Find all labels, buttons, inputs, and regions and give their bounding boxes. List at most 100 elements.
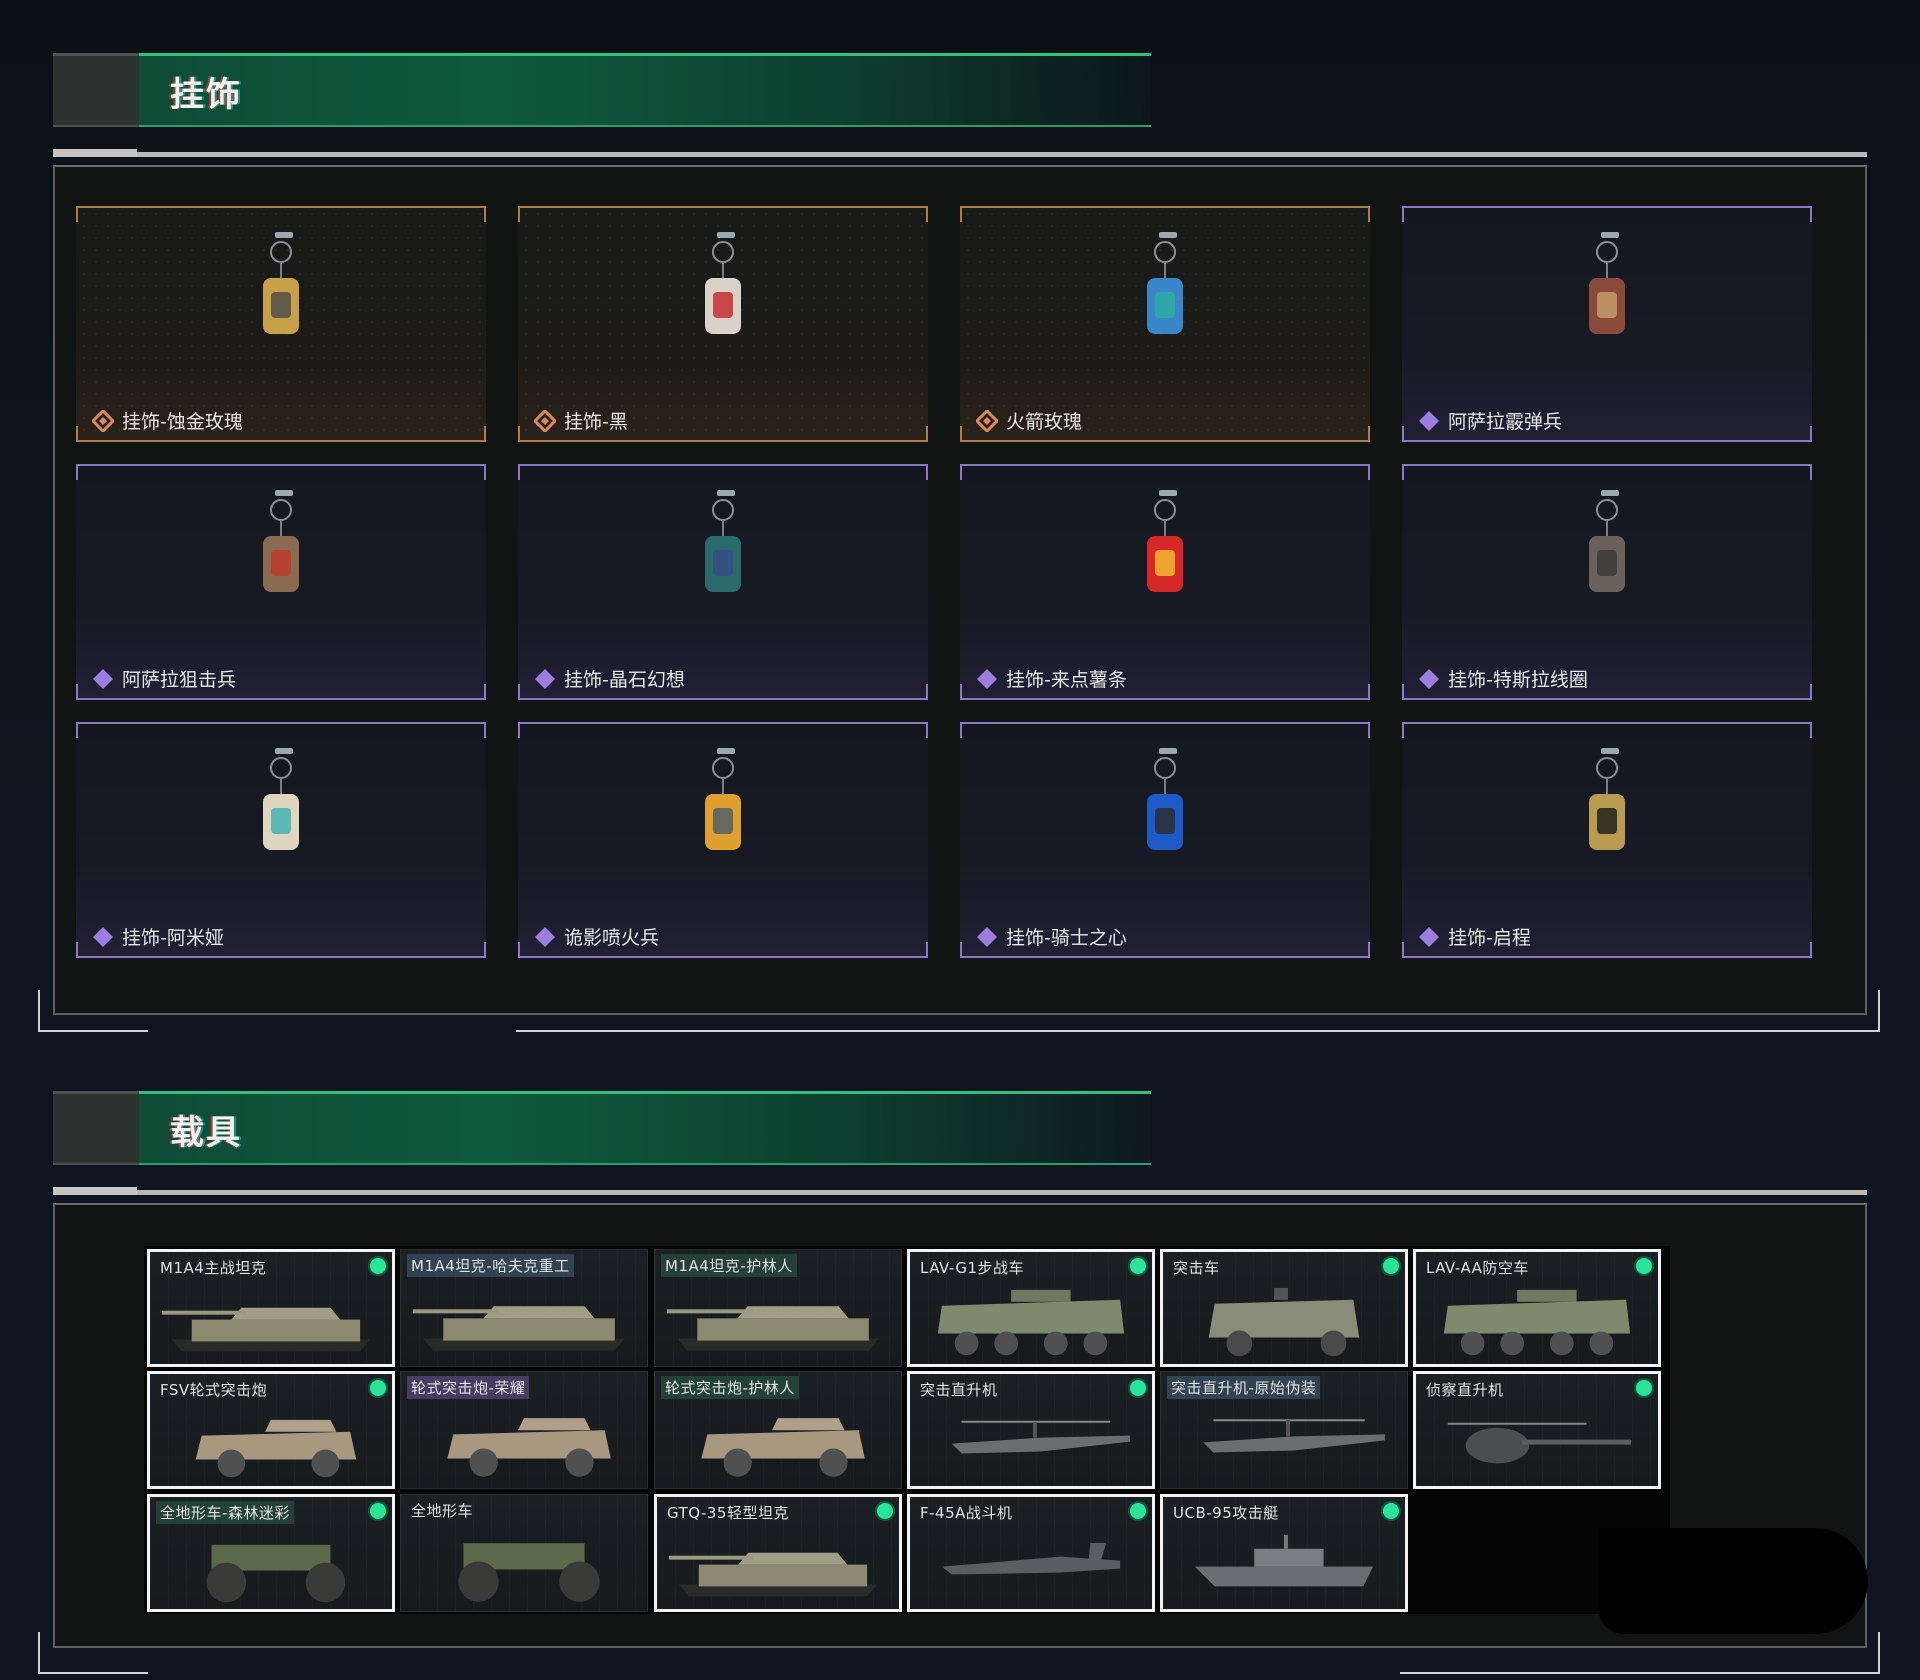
header-decor-block <box>53 1091 139 1165</box>
vehicle-name: 全地形车-森林迷彩 <box>156 1501 294 1524</box>
cube-charm-icon <box>705 490 741 592</box>
purple-rarity-icon <box>93 668 113 689</box>
charm-card[interactable]: 挂饰-蚀金玫瑰 <box>76 206 486 442</box>
vehicle-card[interactable]: 轮式突击炮-护林人 <box>654 1371 902 1489</box>
vehicle-card[interactable]: GTQ-35轻型坦克 <box>654 1494 902 1612</box>
tank-icon <box>669 1552 878 1597</box>
purple-rarity-icon <box>535 926 555 947</box>
charm-label: 挂饰-启程 <box>1418 923 1531 950</box>
corner-bracket-right <box>1400 1632 1880 1674</box>
vehicle-card[interactable]: 突击直升机-原始伪装 <box>1160 1371 1408 1489</box>
coin-charm-icon <box>1589 748 1625 850</box>
vehicles-section-header: 载具 <box>53 1091 1151 1165</box>
charm-card[interactable]: 挂饰-阿米娅 <box>76 722 486 958</box>
charm-label: 阿萨拉霰弹兵 <box>1418 407 1562 434</box>
armored-car-icon <box>447 1418 611 1477</box>
tank-icon <box>413 1306 625 1351</box>
atv-icon <box>458 1543 600 1602</box>
charm-name: 挂饰-来点薯条 <box>1006 669 1127 691</box>
soldier-charm-icon <box>1589 232 1625 334</box>
fries-charm-icon <box>1147 490 1183 592</box>
apc-icon <box>1443 1289 1631 1356</box>
charm-name: 挂饰-晶石幻想 <box>564 669 685 691</box>
vehicle-name: M1A4坦克-护林人 <box>661 1254 797 1277</box>
section-divider <box>53 149 1867 157</box>
vehicle-name: LAV-G1步战车 <box>920 1259 1025 1277</box>
charm-card[interactable]: 挂饰-特斯拉线圈 <box>1402 464 1812 700</box>
vehicle-card[interactable]: 全地形车 <box>400 1494 648 1612</box>
charm-name: 挂饰-蚀金玫瑰 <box>122 411 243 433</box>
vehicle-card[interactable]: LAV-AA防空车 <box>1413 1249 1661 1367</box>
charm-name: 火箭玫瑰 <box>1006 411 1083 433</box>
rose-medal-charm-icon <box>263 232 299 334</box>
charm-card[interactable]: 阿萨拉狙击兵 <box>76 464 486 700</box>
header-decor-block <box>53 53 139 127</box>
owned-indicator-icon <box>1130 1258 1146 1274</box>
charm-name: 阿萨拉狙击兵 <box>122 669 237 691</box>
charm-name: 诡影喷火兵 <box>564 927 660 949</box>
vehicle-card[interactable]: 侦察直升机 <box>1413 1371 1661 1489</box>
owned-indicator-icon <box>370 1503 386 1519</box>
owned-indicator-icon <box>1130 1503 1146 1519</box>
redacted-area <box>1598 1528 1868 1634</box>
owned-indicator-icon <box>1130 1380 1146 1396</box>
gold-rarity-icon <box>534 409 556 432</box>
charm-name: 挂饰-黑 <box>564 411 628 433</box>
charm-card[interactable]: 挂饰-黑 <box>518 206 928 442</box>
owned-indicator-icon <box>370 1380 386 1396</box>
vehicle-name: F-45A战斗机 <box>920 1504 1013 1522</box>
vehicle-card[interactable]: F-45A战斗机 <box>907 1494 1155 1612</box>
helicopter-icon <box>1203 1419 1385 1453</box>
charms-section-title: 挂饰 <box>170 75 242 115</box>
charm-card[interactable]: 阿萨拉霰弹兵 <box>1402 206 1812 442</box>
charm-card[interactable]: 挂饰-晶石幻想 <box>518 464 928 700</box>
header-bar <box>139 53 1151 127</box>
purple-rarity-icon <box>977 926 997 947</box>
charms-section-header: 挂饰 <box>53 53 1151 127</box>
charm-card[interactable]: 挂饰-来点薯条 <box>960 464 1370 700</box>
vehicles-section-title: 载具 <box>170 1113 242 1153</box>
charm-label: 阿萨拉狙击兵 <box>92 665 236 692</box>
header-bar <box>139 1091 1151 1165</box>
vehicle-name: M1A4坦克-哈夫克重工 <box>407 1254 574 1277</box>
purple-rarity-icon <box>1419 926 1439 947</box>
charm-label: 挂饰-阿米娅 <box>92 923 224 950</box>
charm-card[interactable]: 诡影喷火兵 <box>518 722 928 958</box>
charm-name: 挂饰-骑士之心 <box>1006 927 1127 949</box>
vehicle-name: 轮式突击炮-荣耀 <box>407 1376 530 1399</box>
vehicle-card[interactable]: M1A4坦克-护林人 <box>654 1249 902 1367</box>
charm-label: 挂饰-特斯拉线圈 <box>1418 665 1588 692</box>
purple-rarity-icon <box>1419 668 1439 689</box>
vehicle-card[interactable]: 轮式突击炮-荣耀 <box>400 1371 648 1489</box>
charm-label: 挂饰-蚀金玫瑰 <box>92 407 243 434</box>
vehicle-card[interactable]: M1A4主战坦克 <box>147 1249 395 1367</box>
vehicle-card[interactable]: 突击直升机 <box>907 1371 1155 1489</box>
bunny-charm-icon <box>263 748 299 850</box>
vehicle-name: LAV-AA防空车 <box>1426 1259 1529 1277</box>
rocket-charm-icon <box>1147 232 1183 334</box>
vehicle-card[interactable]: FSV轮式突击炮 <box>147 1371 395 1489</box>
purple-rarity-icon <box>93 926 113 947</box>
truck-icon <box>1208 1287 1360 1357</box>
charm-card[interactable]: 挂饰-启程 <box>1402 722 1812 958</box>
vehicle-card[interactable]: UCB-95攻击艇 <box>1160 1494 1408 1612</box>
vehicle-name: M1A4主战坦克 <box>160 1259 267 1277</box>
charm-label: 诡影喷火兵 <box>534 923 659 950</box>
charm-card[interactable]: 火箭玫瑰 <box>960 206 1370 442</box>
charm-card[interactable]: 挂饰-骑士之心 <box>960 722 1370 958</box>
vehicle-card[interactable]: 全地形车-森林迷彩 <box>147 1494 395 1612</box>
vehicle-card[interactable]: LAV-G1步战车 <box>907 1249 1155 1367</box>
tag-charm-icon <box>705 232 741 334</box>
armored-car-icon <box>701 1418 865 1477</box>
charm-label: 挂饰-来点薯条 <box>976 665 1127 692</box>
charm-name: 挂饰-启程 <box>1448 927 1531 949</box>
armored-car-icon <box>195 1419 357 1478</box>
owned-indicator-icon <box>877 1503 893 1519</box>
vehicle-card[interactable]: 突击车 <box>1160 1249 1408 1367</box>
vehicle-card[interactable]: M1A4坦克-哈夫克重工 <box>400 1249 648 1367</box>
gold-rarity-icon <box>92 409 114 432</box>
vehicle-name: 轮式突击炮-护林人 <box>661 1376 799 1399</box>
purple-rarity-icon <box>977 668 997 689</box>
sniper-charm-icon <box>263 490 299 592</box>
tesla-coil-charm-icon <box>1589 490 1625 592</box>
